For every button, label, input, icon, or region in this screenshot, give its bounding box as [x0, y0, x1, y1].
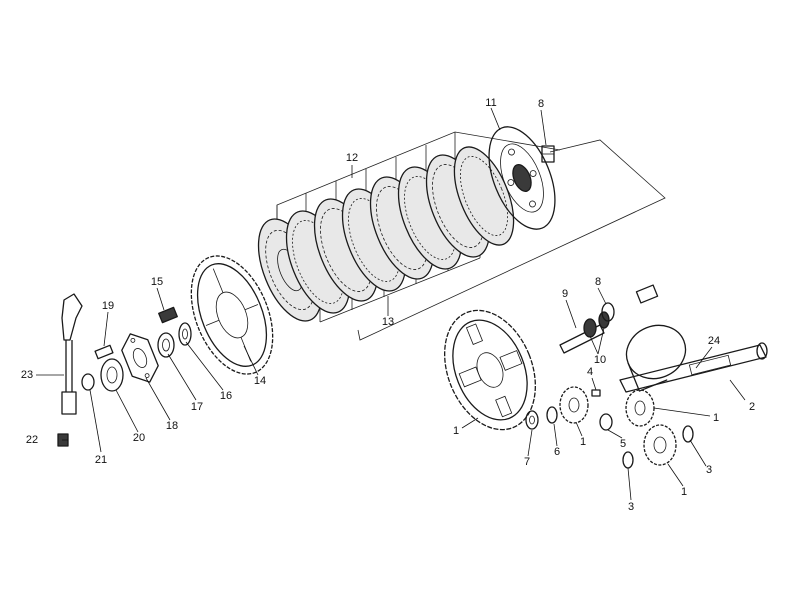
clutch-basket: [444, 309, 536, 431]
washer-7: [525, 410, 539, 430]
callout-20: 20: [133, 432, 145, 444]
spring-15: [158, 306, 178, 324]
callout-19: 19: [102, 300, 114, 312]
callout-5: 5: [620, 438, 626, 450]
callout-10: 10: [594, 354, 606, 366]
splined-end: [635, 284, 659, 304]
callout-8-mid: 8: [595, 276, 601, 288]
callout-1-gear-a: 1: [580, 436, 586, 448]
callout-23: 23: [21, 369, 33, 381]
bushing-5: [599, 413, 613, 431]
callout-8-top: 8: [538, 98, 544, 110]
callout-7: 7: [524, 456, 530, 468]
leader-lines: [36, 107, 746, 501]
callout-22: 22: [26, 434, 38, 446]
callout-4: 4: [587, 366, 593, 378]
callout-3-right: 3: [706, 464, 712, 476]
gear-center: [559, 386, 589, 424]
washer-16: [178, 322, 192, 346]
callout-14: 14: [254, 375, 266, 387]
callout-9: 9: [562, 288, 568, 300]
bearing-20: [100, 358, 124, 392]
callout-21: 21: [95, 454, 107, 466]
input-shaft: [559, 311, 610, 354]
callout-18: 18: [166, 420, 178, 432]
callout-24: 24: [708, 335, 720, 347]
pressure-plate: [488, 126, 556, 230]
callout-11: 11: [485, 97, 496, 109]
callout-13: 13: [382, 316, 394, 328]
gear-bottom: [643, 424, 677, 466]
pin-4: [591, 389, 601, 397]
top-nut: [541, 145, 555, 163]
washer-3-left: [622, 451, 634, 469]
gear-right: [625, 389, 655, 427]
main-shaft: [619, 342, 768, 393]
callout-1-housing: 1: [453, 425, 459, 437]
clutch-cover: [625, 324, 687, 392]
bearing-17: [157, 332, 175, 358]
callout-16: 16: [220, 390, 232, 402]
callout-2: 2: [749, 401, 755, 413]
plate-18: [121, 333, 159, 383]
callout-17: 17: [191, 401, 203, 413]
washer-3-right: [682, 425, 694, 443]
callout-3-left: 3: [628, 501, 634, 513]
callout-1-gear-b: 1: [713, 412, 719, 424]
callout-12: 12: [346, 152, 358, 164]
bushing-21: [81, 373, 95, 391]
release-lever: [61, 293, 83, 415]
callout-6: 6: [554, 446, 560, 458]
callout-labels: 11 8 12 13 14 15 16 17 18 19 20 21 23 22…: [21, 97, 755, 513]
bolt-19: [94, 344, 114, 360]
clutch-plate-stack: [257, 131, 561, 323]
callout-1-gear-c: 1: [681, 486, 687, 498]
callout-15: 15: [151, 276, 163, 288]
washer-6: [546, 406, 558, 424]
bushing-8-mid: [601, 302, 615, 322]
